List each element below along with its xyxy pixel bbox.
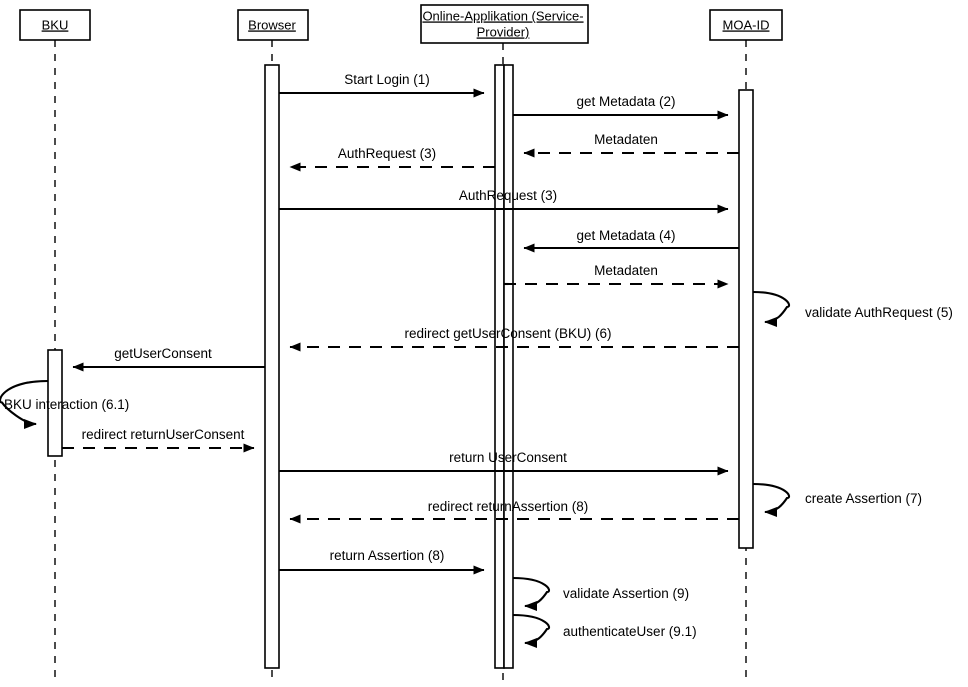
- message-label-m8: redirect getUserConsent (BKU) (6): [404, 326, 611, 341]
- self-message-label-s2: BKU interaction (6.1): [4, 397, 129, 412]
- self-message-arc-s1: [752, 290, 791, 327]
- message-label-m10: redirect returnUserConsent: [82, 427, 245, 442]
- self-message-arc-s5: [512, 613, 551, 648]
- message-label-m9: getUserConsent: [114, 346, 212, 361]
- message-label-m3: Metadaten: [594, 132, 658, 147]
- self-message-arc-s4: [512, 576, 551, 611]
- lifeline-moaid[interactable]: MOA-ID: [709, 9, 783, 682]
- lifeline-label-moaid: MOA-ID: [723, 17, 770, 32]
- lifeline-label-bku: BKU: [42, 17, 69, 32]
- message-m7[interactable]: Metadaten: [504, 263, 729, 289]
- message-m4[interactable]: AuthRequest (3): [289, 146, 495, 172]
- lifeline-head-box-bku[interactable]: [19, 9, 91, 41]
- message-label-m7: Metadaten: [594, 263, 658, 278]
- lifeline-head-box-oa[interactable]: [420, 4, 589, 44]
- lifeline-bku[interactable]: BKU: [19, 9, 91, 682]
- message-m13[interactable]: return Assertion (8): [279, 548, 485, 575]
- message-label-m4: AuthRequest (3): [338, 146, 436, 161]
- lifeline-head-box-moaid[interactable]: [709, 9, 783, 41]
- self-message-label-s5: authenticateUser (9.1): [563, 624, 697, 639]
- message-label-m12: redirect returnAssertion (8): [428, 499, 589, 514]
- message-m5[interactable]: AuthRequest (3): [279, 188, 729, 214]
- lifeline-label-oa: Online-Applikation (Service-: [422, 8, 583, 23]
- lifeline-label-oa-line2: Provider): [477, 24, 530, 39]
- message-m6[interactable]: get Metadata (4): [523, 228, 739, 253]
- lifeline-head-box-browser[interactable]: [237, 9, 309, 41]
- self-message-s4[interactable]: validate Assertion (9): [512, 576, 689, 611]
- message-m10[interactable]: redirect returnUserConsent: [62, 427, 255, 453]
- message-m2[interactable]: get Metadata (2): [513, 94, 729, 120]
- messages-layer: Start Login (1) get Metadata (2) Metadaten…: [62, 72, 739, 575]
- message-m12[interactable]: redirect returnAssertion (8): [289, 499, 739, 524]
- message-m3[interactable]: Metadaten: [523, 132, 739, 158]
- lifeline-label-browser: Browser: [248, 17, 296, 32]
- self-messages-layer: validate AuthRequest (5) BKU interaction …: [0, 290, 953, 648]
- message-m1[interactable]: Start Login (1): [279, 72, 485, 98]
- self-message-label-s1: validate AuthRequest (5): [805, 305, 953, 320]
- activation-bar-moaid[interactable]: [738, 89, 754, 549]
- self-message-arc-s3: [752, 482, 791, 517]
- message-label-m13: return Assertion (8): [330, 548, 445, 563]
- activation-bar-browser[interactable]: [264, 64, 280, 669]
- message-m11[interactable]: return UserConsent: [279, 450, 729, 476]
- message-m9[interactable]: getUserConsent: [72, 346, 265, 372]
- message-label-m1: Start Login (1): [344, 72, 430, 87]
- message-label-m5: AuthRequest (3): [459, 188, 557, 203]
- activation-bar-bku[interactable]: [47, 349, 63, 457]
- self-message-arc-s2: [0, 379, 49, 429]
- self-message-label-s3: create Assertion (7): [805, 491, 922, 506]
- message-label-m6: get Metadata (4): [576, 228, 675, 243]
- self-message-s1[interactable]: validate AuthRequest (5): [752, 290, 953, 327]
- message-label-m11: return UserConsent: [449, 450, 567, 465]
- message-m8[interactable]: redirect getUserConsent (BKU) (6): [289, 326, 739, 352]
- self-message-s5[interactable]: authenticateUser (9.1): [512, 613, 697, 648]
- activation-bar-oa[interactable]: [494, 64, 505, 669]
- message-label-m2: get Metadata (2): [576, 94, 675, 109]
- self-message-label-s4: validate Assertion (9): [563, 586, 689, 601]
- activation-bar-oa[interactable]: [503, 64, 514, 669]
- self-message-s2[interactable]: BKU interaction (6.1): [0, 379, 129, 429]
- self-message-s3[interactable]: create Assertion (7): [752, 482, 922, 517]
